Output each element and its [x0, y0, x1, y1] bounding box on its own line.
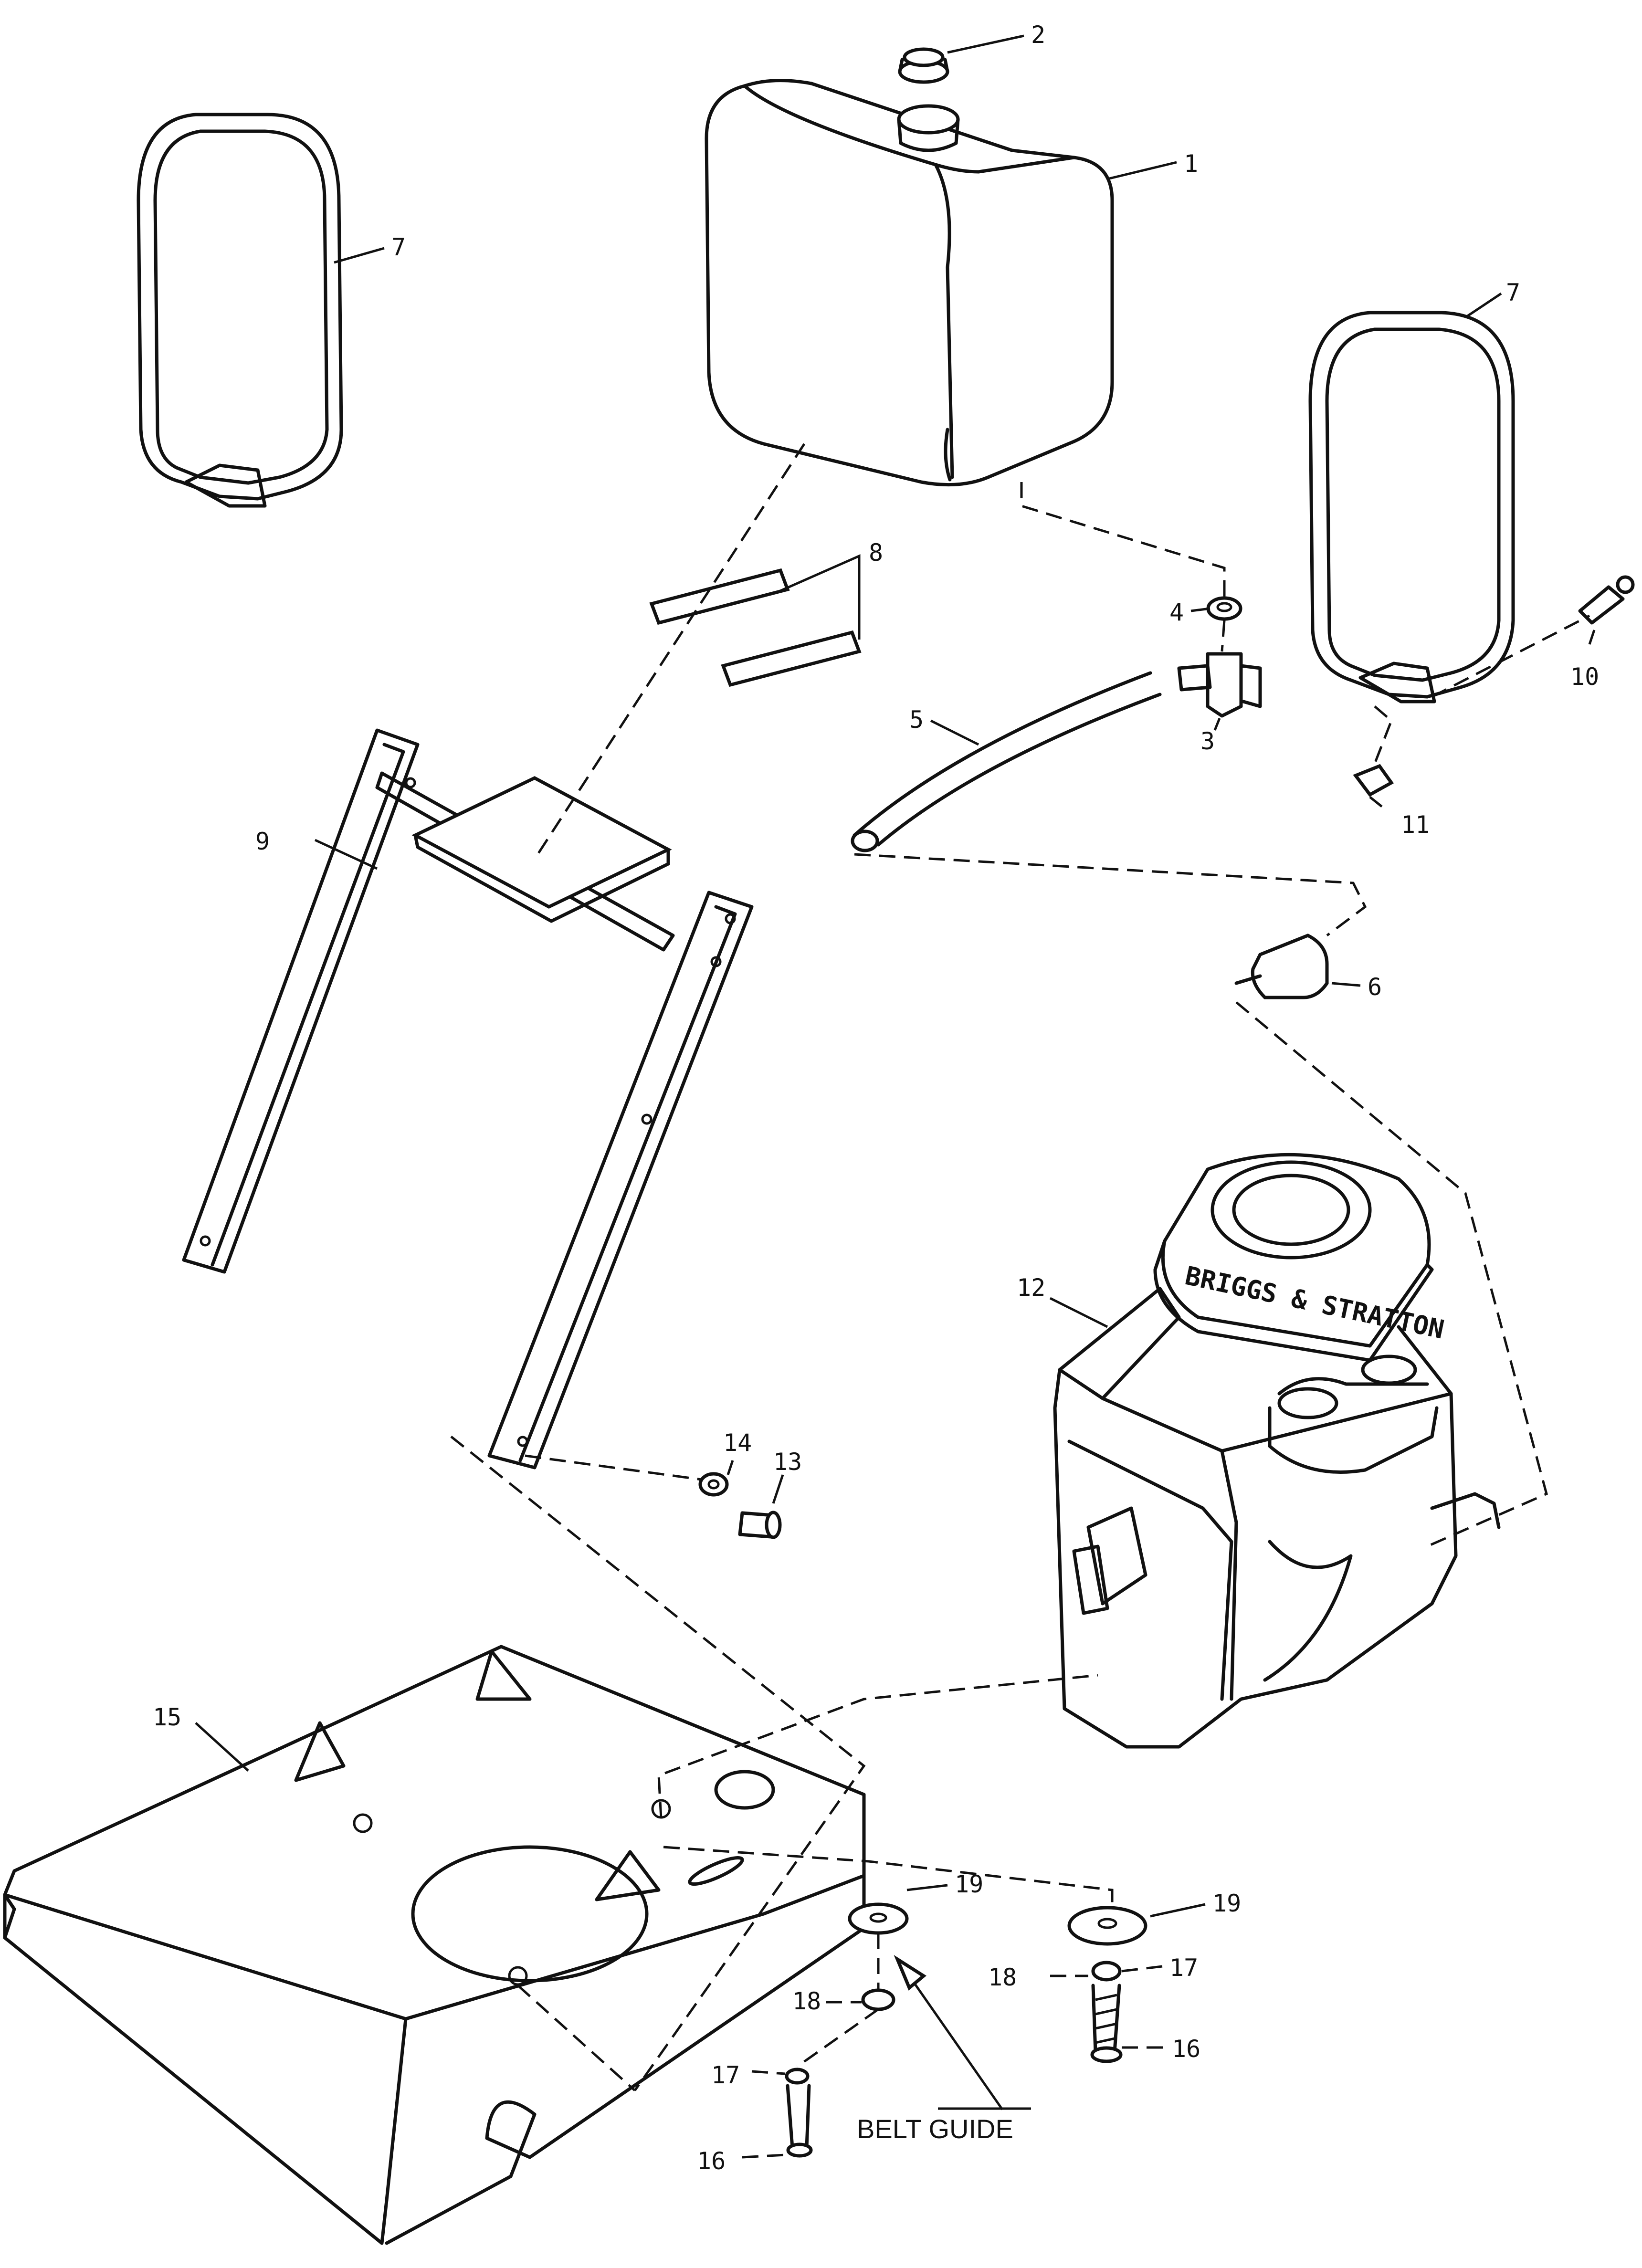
fuel-filter — [1234, 934, 1329, 999]
strap-nut — [1353, 764, 1394, 797]
bracket-bolt — [738, 1511, 782, 1539]
callout-18-left: 18 — [792, 1987, 821, 2015]
fuel-cap — [898, 47, 949, 84]
belt-guide-label: BELT GUIDE — [857, 2114, 1013, 2144]
fuel-hose — [851, 671, 1162, 852]
callout-12: 12 — [1017, 1274, 1045, 1302]
fuel-tank — [705, 79, 1114, 487]
callout-17-left: 17 — [711, 2061, 740, 2089]
tank-bushing — [1206, 596, 1242, 621]
engine: BRIGGS & STRATTON — [1053, 1153, 1501, 1749]
callout-16-left: 16 — [697, 2147, 726, 2175]
callout-9: 9 — [255, 828, 270, 855]
shutoff-valve — [1177, 652, 1262, 718]
callout-3: 3 — [1200, 727, 1215, 755]
callout-17-right: 17 — [1169, 1954, 1198, 1982]
tank-pads — [649, 568, 862, 687]
strap-screw — [1578, 575, 1635, 625]
engine-brand-text: BRIGGS & STRATTON — [1182, 1260, 1447, 1345]
tank-strap-left — [137, 113, 343, 508]
callout-2: 2 — [1031, 21, 1045, 49]
belt-guide-right — [1067, 1906, 1147, 2063]
callout-18-right: 18 — [988, 1964, 1017, 1991]
bracket-lock-washer — [698, 1472, 729, 1497]
callout-16-right: 16 — [1172, 2035, 1200, 2063]
tank-strap-right — [1308, 311, 1515, 704]
callout-4: 4 — [1169, 598, 1184, 626]
belt-guide-label-group: BELT GUIDE — [857, 2107, 1031, 2144]
callout-1: 1 — [1184, 150, 1198, 178]
tank-support-bracket — [182, 728, 754, 1470]
callouts: 1 2 3 4 5 6 7 7 8 9 10 11 12 13 14 15 16… — [153, 21, 1599, 2175]
belt-guide-left — [785, 1902, 909, 2158]
callout-7-right: 7 — [1506, 279, 1520, 306]
callout-14: 14 — [723, 1429, 752, 1457]
callout-15: 15 — [153, 1703, 181, 1731]
callout-8: 8 — [869, 539, 883, 567]
callout-13: 13 — [773, 1448, 802, 1476]
engine-mount-plate — [3, 1645, 866, 2245]
assembly-lines — [450, 443, 1590, 2091]
callout-11: 11 — [1401, 811, 1430, 839]
callout-19-right: 19 — [1212, 1890, 1241, 1917]
callout-6: 6 — [1368, 973, 1382, 1001]
belt-guide-arrow — [894, 1955, 1004, 2110]
callout-7-left: 7 — [391, 233, 406, 261]
leader-lines — [195, 34, 1596, 2159]
callout-19-left: 19 — [955, 1870, 983, 1898]
callout-10: 10 — [1570, 663, 1599, 691]
callout-5: 5 — [909, 706, 924, 734]
